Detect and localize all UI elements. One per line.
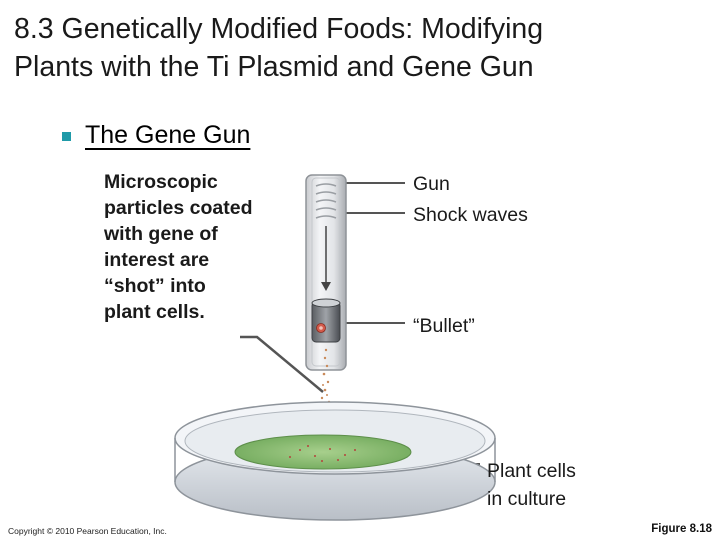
bullet-projectile: [311, 298, 341, 343]
petri-dish: [174, 401, 496, 521]
description-line: interest are: [104, 249, 210, 271]
description-line: plant cells.: [104, 301, 205, 323]
slide-title: 8.3 Genetically Modified Foods: Modifyin…: [14, 10, 714, 86]
label-plant-cells: Plant cells in culture: [487, 457, 576, 513]
label-shock-waves: Shock waves: [413, 204, 528, 226]
leader-line-description: [240, 335, 324, 393]
title-line-2: Plants with the Ti Plasmid and Gene Gun: [14, 51, 534, 83]
plant-cell-culture: [234, 434, 412, 470]
square-bullet-icon: [62, 132, 71, 141]
description-text: Microscopic particles coated with gene o…: [104, 169, 294, 325]
bullet-item: The Gene Gun: [62, 121, 250, 150]
label-plant-cells-line: in culture: [487, 488, 567, 510]
gun-barrel: [305, 174, 347, 371]
bullet-text: The Gene Gun: [85, 121, 251, 149]
description-line: Microscopic: [104, 171, 218, 193]
label-plant-cells-line: Plant cells: [487, 460, 576, 482]
label-gun: Gun: [413, 173, 450, 195]
description-line: “shot” into: [104, 275, 206, 297]
shock-waves: [315, 183, 337, 219]
title-line-1: 8.3 Genetically Modified Foods: Modifyin…: [14, 13, 544, 45]
copyright-notice: Copyright © 2010 Pearson Education, Inc.: [8, 526, 167, 536]
description-line: particles coated: [104, 197, 253, 219]
label-bullet: “Bullet”: [413, 315, 475, 337]
figure-number: Figure 8.18: [651, 523, 712, 535]
description-line: with gene of: [104, 223, 218, 245]
